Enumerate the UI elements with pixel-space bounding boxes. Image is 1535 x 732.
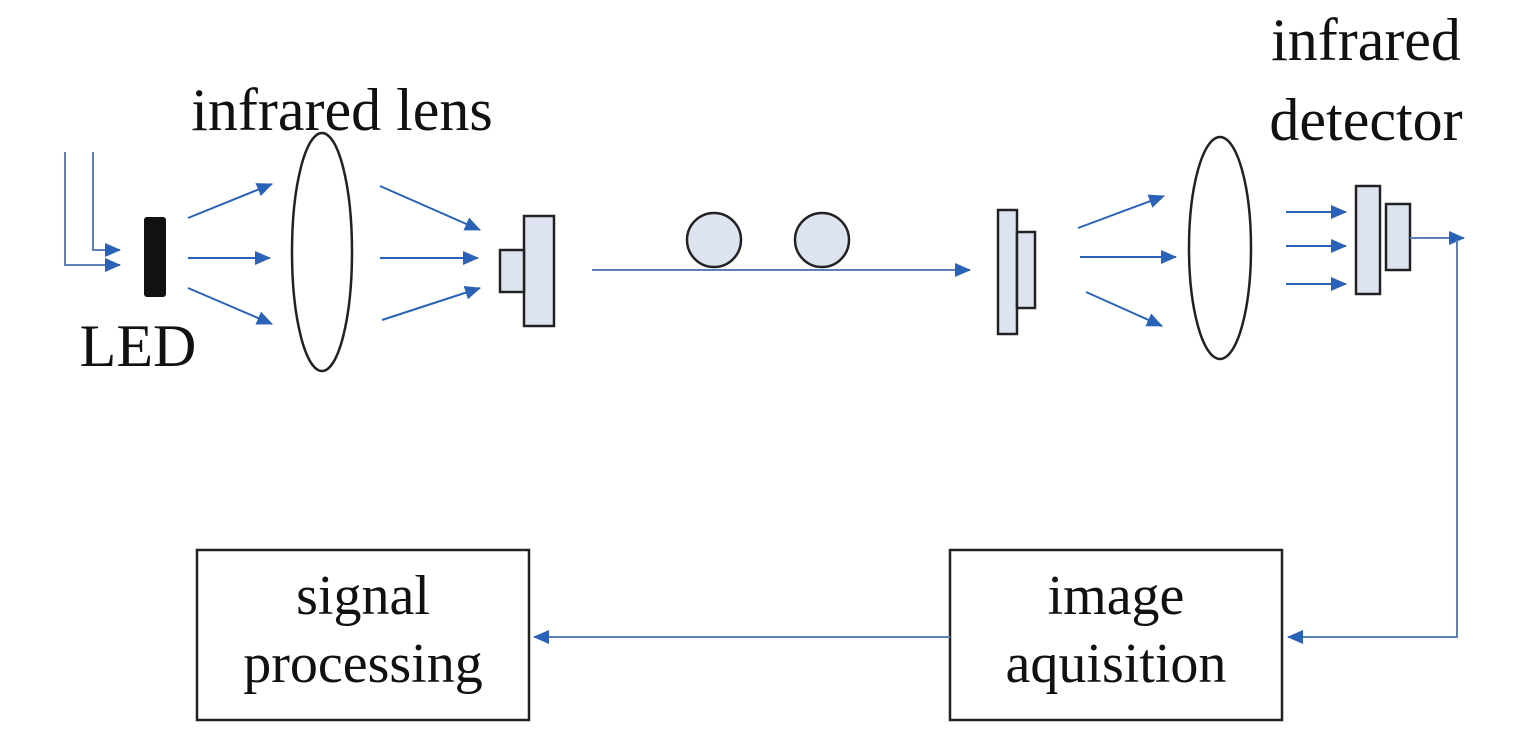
signal-processing-label-line2: processing bbox=[243, 633, 483, 695]
led-to-lens-beams bbox=[187, 183, 273, 325]
signal-processing-label-line1: signal bbox=[296, 565, 430, 627]
infrared-lens-right bbox=[1187, 135, 1253, 361]
coupler-to-lens-beams bbox=[1077, 194, 1177, 327]
infrared-detector bbox=[1354, 184, 1412, 296]
led-emitter bbox=[144, 217, 166, 297]
image-acquisition-box bbox=[948, 548, 1284, 722]
image-acquisition-label-line1: image bbox=[1048, 565, 1185, 627]
signal-processing-box bbox=[195, 548, 531, 722]
lens-to-coupler-beams bbox=[379, 185, 481, 321]
fiber-coil-2 bbox=[793, 211, 851, 269]
infrared-detector-label-line1: infrared bbox=[1271, 7, 1461, 73]
infrared-detector-label-line2: detector bbox=[1269, 87, 1462, 153]
lens-to-detector-beams bbox=[1286, 205, 1347, 291]
infrared-lens-label: infrared lens bbox=[191, 77, 493, 143]
detector-output-path bbox=[1287, 231, 1465, 644]
fiber-coupler-output bbox=[996, 208, 1037, 336]
fiber-coupler-input bbox=[498, 214, 556, 328]
led-input-wires bbox=[64, 152, 121, 272]
led-label: LED bbox=[80, 313, 197, 379]
infrared-lens-left bbox=[290, 131, 354, 373]
fiber-coil-1 bbox=[685, 211, 743, 269]
image-acquisition-label-line2: aquisition bbox=[1006, 633, 1227, 695]
